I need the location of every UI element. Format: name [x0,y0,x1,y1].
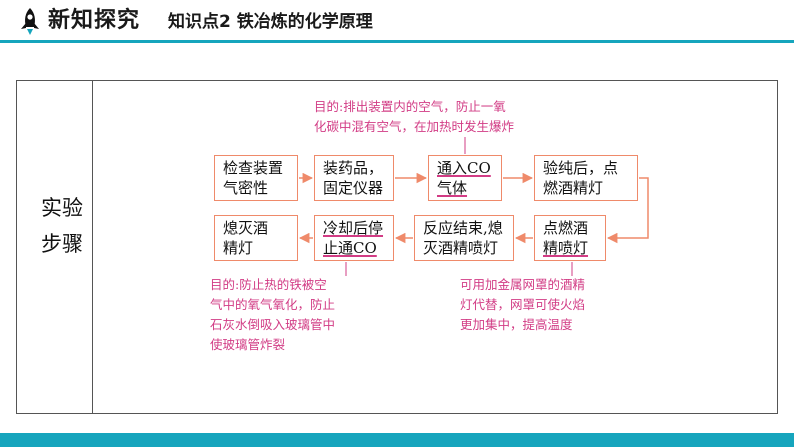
row-label-line2: 步骤 [41,232,83,256]
step-extinguish-lamp: 熄灭酒 精灯 [214,215,298,261]
purpose-note-top: 目的:排出装置内的空气，防止一氧 化碳中混有空气，在加热时发生爆炸 [314,97,514,137]
step-verify-ignite-lamp: 验纯后，点 燃酒精灯 [534,155,638,201]
step-6-line1: 反应结束,熄 [423,219,503,237]
row-label-line1: 实验 [41,196,83,220]
step-4-line2: 燃酒精灯 [543,179,604,197]
content-table [16,80,778,414]
note-top-line1: 目的:排出装置内的空气，防止一氧 [314,99,506,114]
step-cool-stop-co: 冷却后停 止通CO [314,215,394,261]
step-8-line2: 精灯 [223,239,254,257]
section-title: 新知探究 [48,8,141,33]
step-7-line2: 止通CO [323,239,377,257]
step-load-reagents: 装药品， 固定仪器 [314,155,394,201]
step-8-line1: 熄灭酒 [223,219,269,237]
step-1-line1: 检查装置 [223,159,284,177]
note-right-line1: 可用加金属网罩的酒精 [460,277,586,292]
step-6-line2: 灭酒精喷灯 [423,239,499,257]
purpose-note-left: 目的:防止热的铁被空 气中的氧气氧化，防止 石灰水倒吸入玻璃管中 使玻璃管炸裂 [210,275,335,355]
step-2-line2: 固定仪器 [323,179,384,197]
note-right-line2: 灯代替，网罩可使火焰 [460,297,586,312]
header-divider [0,40,794,43]
step-end-extinguish-blowtorch: 反应结束,熄 灭酒精喷灯 [414,215,514,261]
note-left-line4: 使玻璃管炸裂 [210,337,286,352]
page-header: 新知探究 知识点2 铁冶炼的化学原理 [0,0,794,44]
note-left-line1: 目的:防止热的铁被空 [210,277,327,292]
step-5-line2: 精喷灯 [543,239,589,257]
note-top-line2: 化碳中混有空气，在加热时发生爆炸 [314,119,515,134]
step-4-line1: 验纯后，点 [543,159,619,177]
topic-title: 知识点2 铁冶炼的化学原理 [168,12,373,32]
row-label-cell: 实验 步骤 [16,80,93,414]
step-2-line1: 装药品， [323,159,384,177]
step-3-line2: 气体 [437,179,468,197]
note-left-line2: 气中的氧气氧化，防止 [210,297,336,312]
tip-note-right: 可用加金属网罩的酒精 灯代替，网罩可使火焰 更加集中，提高温度 [460,275,585,335]
step-check-airtightness: 检查装置 气密性 [214,155,298,201]
row-label: 实验 步骤 [16,190,108,262]
note-right-line3: 更加集中，提高温度 [460,317,573,332]
step-5-line1: 点燃酒 [543,219,589,237]
footer-bar [0,433,794,447]
note-left-line3: 石灰水倒吸入玻璃管中 [210,317,336,332]
step-7-line1: 冷却后停 [323,219,384,237]
step-3-line1: 通入CO [437,159,491,177]
step-ignite-blowtorch: 点燃酒 精喷灯 [534,215,606,261]
step-1-line2: 气密性 [223,179,269,197]
step-pass-co: 通入CO 气体 [428,155,502,201]
rocket-icon [21,8,39,35]
